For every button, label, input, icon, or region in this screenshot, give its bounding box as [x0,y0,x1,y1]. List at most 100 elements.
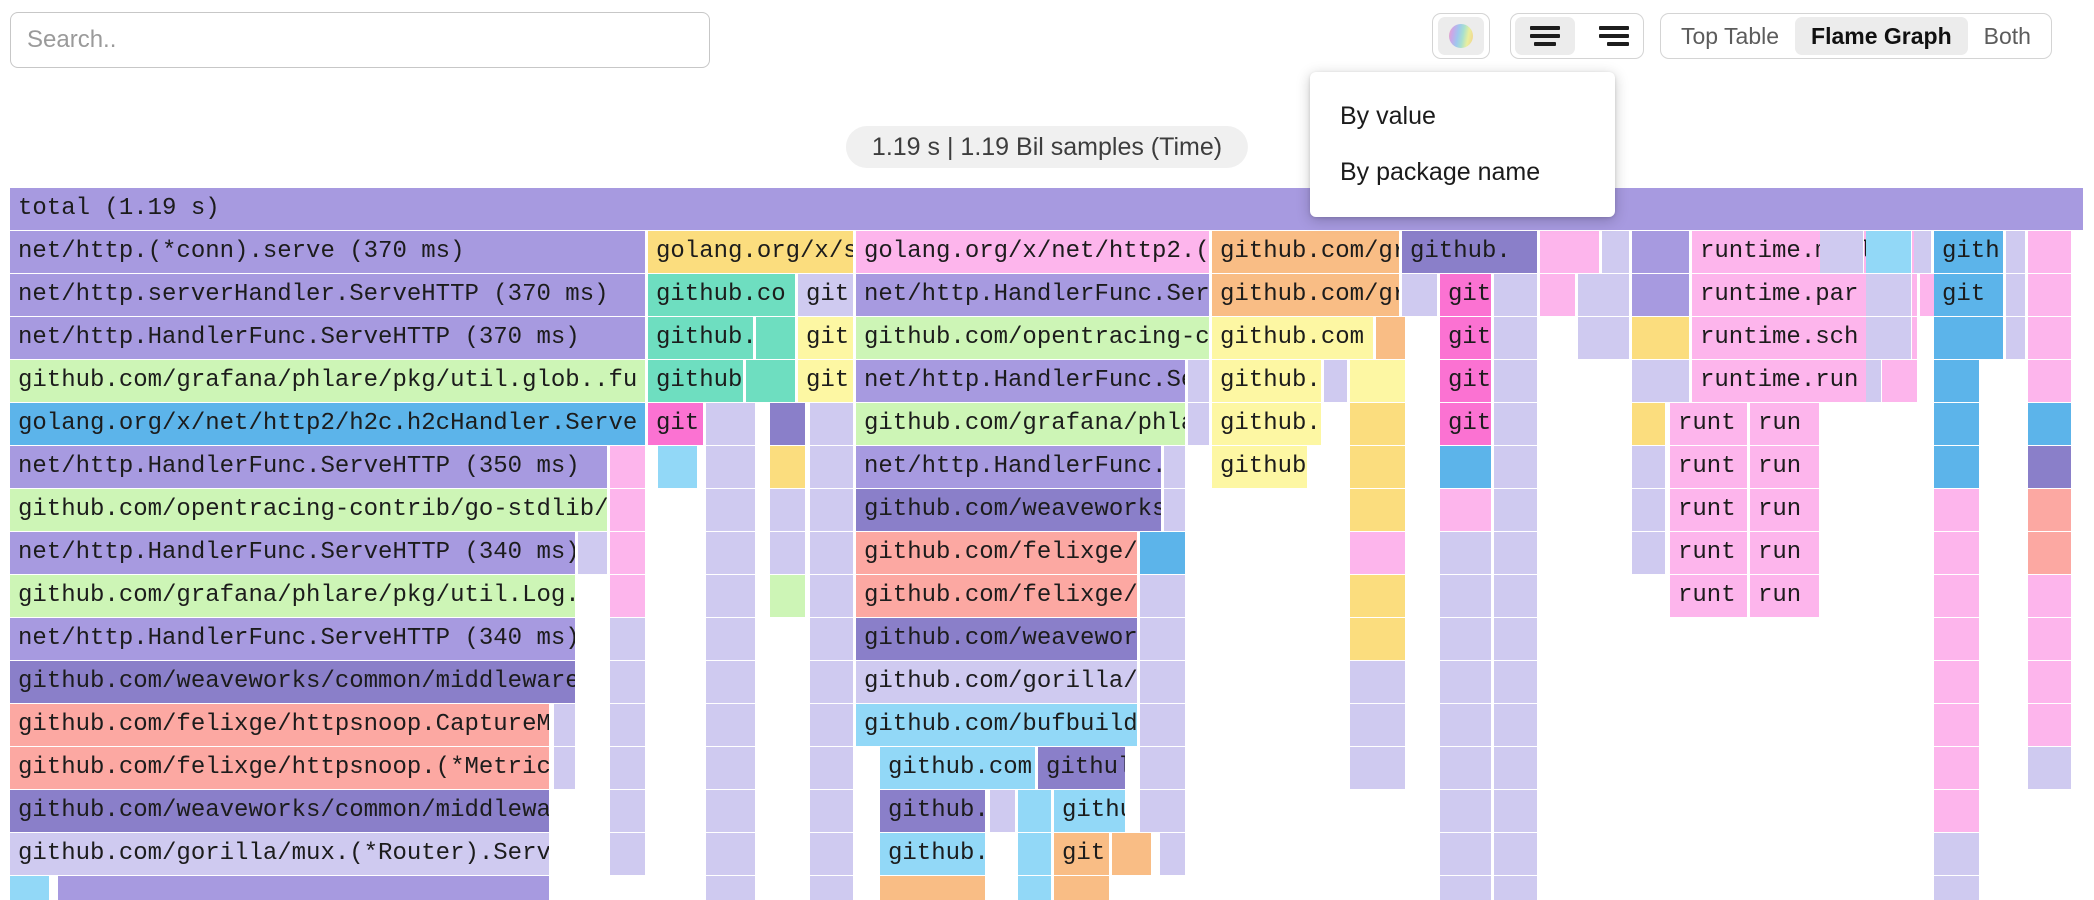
flame-frame[interactable]: net/http.HandlerFunc.ServeHTTP (340 ms) [10,618,576,660]
flame-frame-unlabeled[interactable] [1494,747,1538,789]
flame-frame-unlabeled[interactable] [810,403,854,445]
flame-frame-unlabeled[interactable] [1140,575,1186,617]
flame-frame-unlabeled[interactable] [578,532,608,574]
flame-frame-unlabeled[interactable] [1376,317,1406,359]
flame-frame-unlabeled[interactable] [706,876,756,900]
flame-frame-unlabeled[interactable] [2028,403,2072,445]
flame-frame[interactable]: run [1750,489,1820,531]
flame-frame[interactable]: github. [1212,403,1322,445]
flame-frame-unlabeled[interactable] [706,833,756,875]
flame-frame-unlabeled[interactable] [770,575,806,617]
flame-frame-unlabeled[interactable] [706,403,756,445]
flame-frame-unlabeled[interactable] [770,403,806,445]
flame-frame-unlabeled[interactable] [1494,317,1538,359]
flame-frame[interactable]: github.com/grafana/phlare/pkg/util.glob.… [10,360,646,402]
flame-frame-unlabeled[interactable] [10,876,50,900]
flame-frame-unlabeled[interactable] [810,876,854,900]
flame-frame-unlabeled[interactable] [1494,790,1538,832]
flame-frame-unlabeled[interactable] [1578,317,1630,359]
flame-frame-unlabeled[interactable] [756,317,796,359]
flame-frame-unlabeled[interactable] [1578,274,1630,316]
flame-frame-unlabeled[interactable] [1494,704,1538,746]
flame-frame[interactable]: run [1750,575,1820,617]
flame-frame-unlabeled[interactable] [1440,747,1492,789]
flame-frame[interactable]: github [648,360,744,402]
flame-frame-unlabeled[interactable] [610,575,646,617]
flame-frame[interactable]: run [1750,446,1820,488]
flame-frame[interactable]: github.com/grafana/phlare/pkg/util.Log.W [10,575,576,617]
tab-both[interactable]: Both [1968,17,2047,55]
flame-frame-unlabeled[interactable] [1440,575,1492,617]
flame-frame-unlabeled[interactable] [1820,231,1864,273]
flame-frame-unlabeled[interactable] [610,833,646,875]
flame-frame[interactable]: github.com [880,747,1036,789]
flame-frame-unlabeled[interactable] [2028,661,2072,703]
flame-frame[interactable]: git [798,360,854,402]
flame-frame-unlabeled[interactable] [1494,489,1538,531]
flame-frame-unlabeled[interactable] [1494,833,1538,875]
flame-frame-unlabeled[interactable] [610,790,646,832]
flame-frame[interactable]: github. [880,790,986,832]
flame-frame-unlabeled[interactable] [1018,833,1052,875]
flame-frame-unlabeled[interactable] [1494,532,1538,574]
flame-frame-unlabeled[interactable] [1632,231,1690,273]
flame-frame-unlabeled[interactable] [1632,446,1666,488]
flame-frame[interactable]: net/http.HandlerFunc.ServeHTTP (370 ms) [10,317,646,359]
flame-frame-unlabeled[interactable] [554,704,576,746]
flame-frame-unlabeled[interactable] [1350,446,1406,488]
flame-frame-unlabeled[interactable] [810,833,854,875]
flame-frame[interactable]: git [1054,833,1110,875]
flame-frame[interactable]: github.com/gr [1212,274,1400,316]
flame-frame[interactable]: runtime.run [1692,360,1880,402]
flame-frame-unlabeled[interactable] [706,446,756,488]
flame-frame-unlabeled[interactable] [1632,403,1666,445]
color-palette-button[interactable] [1438,17,1484,55]
flame-frame-unlabeled[interactable] [1018,790,1052,832]
flame-frame[interactable]: github.com/grafana/phla [856,403,1186,445]
flame-frame[interactable]: net/http.HandlerFunc.Ser [856,274,1210,316]
flame-frame-unlabeled[interactable] [1054,876,1110,900]
flame-frame-unlabeled[interactable] [1350,575,1406,617]
flame-frame[interactable]: github.co [648,274,796,316]
flame-frame[interactable]: total (1.19 s) [10,188,2084,230]
flame-frame[interactable]: net/http.HandlerFunc.Se [856,360,1186,402]
flame-frame[interactable]: net/http.HandlerFunc.ServeHTTP (350 ms) [10,446,608,488]
flame-frame-unlabeled[interactable] [1440,790,1492,832]
flame-frame[interactable]: git [648,403,704,445]
flame-frame-unlabeled[interactable] [1934,489,1980,531]
flame-frame-unlabeled[interactable] [1934,661,1980,703]
flame-frame[interactable]: runt [1670,575,1748,617]
flame-frame-unlabeled[interactable] [1164,489,1186,531]
flame-frame-unlabeled[interactable] [1632,489,1666,531]
flame-frame-unlabeled[interactable] [1602,231,1630,273]
flame-frame[interactable]: run [1750,532,1820,574]
flame-frame-unlabeled[interactable] [2028,317,2072,359]
flame-frame[interactable]: github.com/felixge/h [856,575,1138,617]
flame-frame-unlabeled[interactable] [1350,489,1406,531]
flame-frame[interactable]: git [1440,317,1492,359]
flame-frame[interactable]: runt [1670,489,1748,531]
flame-frame-unlabeled[interactable] [2028,231,2072,273]
flame-frame-unlabeled[interactable] [746,360,796,402]
flame-graph[interactable]: total (1.19 s)net/http.(*conn).serve (37… [10,188,2084,900]
tab-top-table[interactable]: Top Table [1665,17,1795,55]
flame-frame[interactable]: github. [1402,231,1538,273]
flame-frame-unlabeled[interactable] [2028,618,2072,660]
flame-frame[interactable]: github.com/bufbuild [856,704,1138,746]
flame-frame[interactable]: github.com/felixge/httpsnoop.CaptureMe [10,704,550,746]
flame-frame[interactable]: github.com/weaveworks/common/middleware [10,790,550,832]
align-left-button[interactable] [1515,17,1575,55]
flame-frame-unlabeled[interactable] [2028,360,2072,402]
menu-item-by-package-name[interactable]: By package name [1340,157,1541,186]
flame-frame-unlabeled[interactable] [880,876,986,900]
flame-frame-unlabeled[interactable] [1866,274,1912,316]
flame-frame-unlabeled[interactable] [1188,360,1210,402]
flame-frame-unlabeled[interactable] [2028,532,2072,574]
flame-frame-unlabeled[interactable] [1934,575,1980,617]
flame-frame[interactable]: runt [1670,532,1748,574]
flame-frame[interactable]: github.com/weaveworl [856,618,1138,660]
flame-frame[interactable]: github. [648,317,754,359]
flame-frame[interactable]: git [798,274,854,316]
flame-frame-unlabeled[interactable] [770,532,806,574]
flame-frame-unlabeled[interactable] [1934,704,1980,746]
